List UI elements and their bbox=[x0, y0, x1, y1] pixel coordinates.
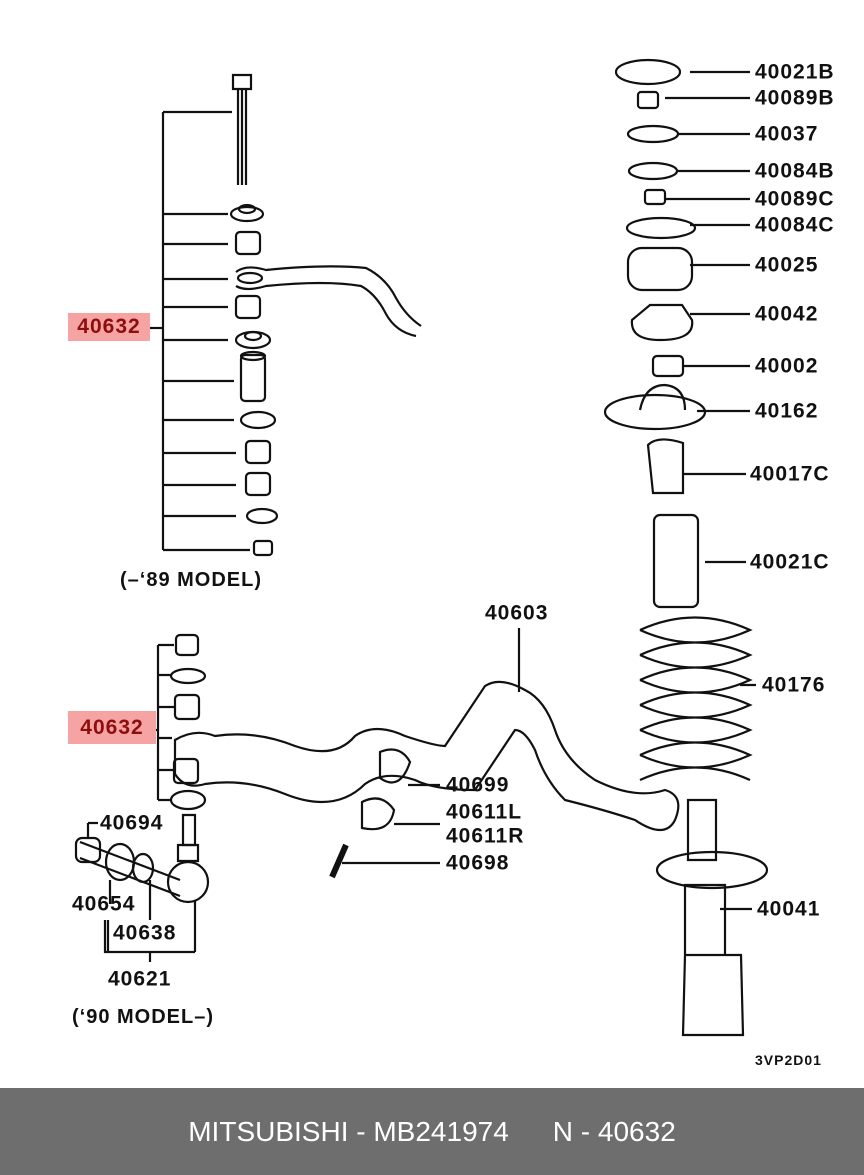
part-label-40162[interactable]: 40162 bbox=[755, 399, 819, 423]
part-label-40025[interactable]: 40025 bbox=[755, 253, 819, 277]
footer-ref: N - 40632 bbox=[552, 1115, 676, 1147]
part-label-40042[interactable]: 40042 bbox=[755, 302, 819, 326]
part-label-40037[interactable]: 40037 bbox=[755, 122, 819, 146]
footer-brand: MITSUBISHI bbox=[188, 1115, 349, 1147]
part-label-40611L[interactable]: 40611L bbox=[446, 800, 523, 824]
part-label-40002[interactable]: 40002 bbox=[755, 354, 819, 378]
part-label-40021B[interactable]: 40021B bbox=[755, 60, 835, 84]
part-label-40017C[interactable]: 40017C bbox=[750, 462, 830, 486]
part-label-40621[interactable]: 40621 bbox=[108, 967, 172, 991]
old-model-parts bbox=[231, 75, 421, 555]
highlighted-part-label-new[interactable]: 40632 bbox=[68, 711, 156, 744]
part-label-40089C[interactable]: 40089C bbox=[755, 187, 835, 211]
model-range-new: (‘90 MODEL–) bbox=[72, 1006, 215, 1028]
part-label-40021C[interactable]: 40021C bbox=[750, 550, 830, 574]
highlighted-part-label-old[interactable]: 40632 bbox=[68, 313, 150, 341]
part-label-40611R[interactable]: 40611R bbox=[446, 824, 525, 848]
part-label-40638[interactable]: 40638 bbox=[113, 921, 177, 945]
part-label-40699[interactable]: 40699 bbox=[446, 773, 510, 797]
footer-separator: - bbox=[348, 1115, 374, 1147]
strut-assembly bbox=[605, 60, 767, 1035]
part-label-40654[interactable]: 40654 bbox=[72, 892, 136, 916]
model-range-old: (–‘89 MODEL) bbox=[120, 569, 263, 591]
part-label-40176[interactable]: 40176 bbox=[762, 673, 826, 697]
part-label-40603[interactable]: 40603 bbox=[485, 601, 549, 625]
part-label-40698[interactable]: 40698 bbox=[446, 851, 510, 875]
part-label-40084B[interactable]: 40084B bbox=[755, 159, 835, 183]
bracket-old-model bbox=[150, 112, 250, 550]
part-label-40089B[interactable]: 40089B bbox=[755, 86, 835, 110]
part-label-40084C[interactable]: 40084C bbox=[755, 213, 835, 237]
parts-diagram bbox=[0, 0, 864, 1088]
new-model-parts bbox=[76, 628, 678, 962]
footer-part-number: MB241974 bbox=[373, 1115, 509, 1147]
diagram-code: 3VP2D01 bbox=[755, 1052, 822, 1068]
footer-bar: MITSUBISHI - MB241974 N - 40632 bbox=[0, 1088, 864, 1175]
bracket-new-model bbox=[148, 645, 174, 800]
part-label-40041[interactable]: 40041 bbox=[757, 897, 821, 921]
part-label-40694[interactable]: 40694 bbox=[100, 811, 164, 835]
